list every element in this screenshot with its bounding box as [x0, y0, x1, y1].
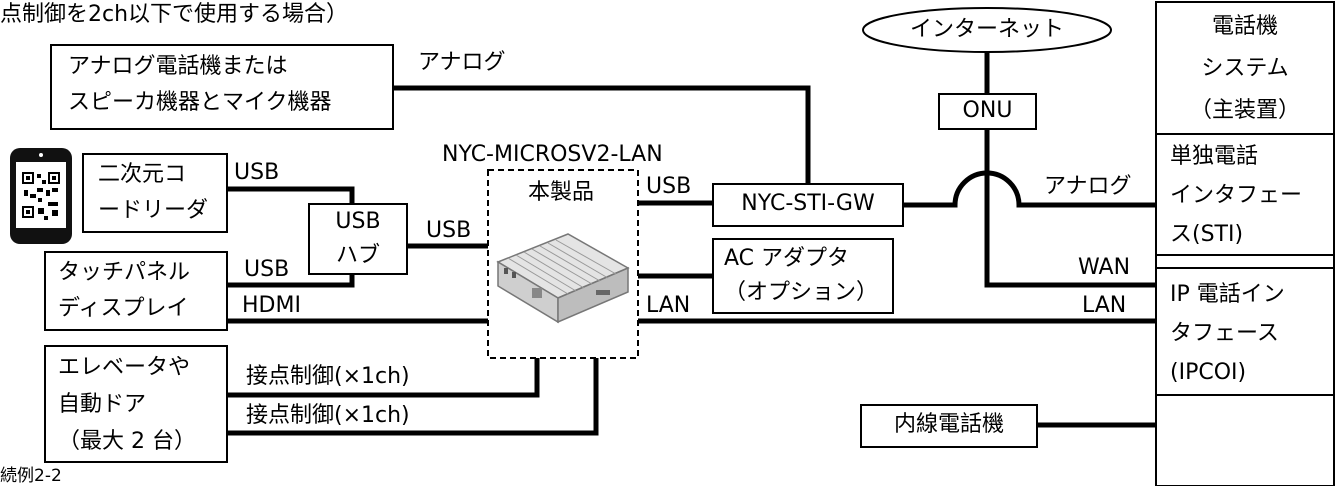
- internet-cloud: [862, 7, 1112, 53]
- ac-adapter-line1: AC アダプタ: [724, 246, 850, 271]
- usb-hub-out-label: USB: [426, 218, 472, 243]
- product-model: NYC-MICROSV2-LAN: [442, 142, 663, 167]
- elevator-line3: （最大 2 台）: [58, 429, 196, 454]
- sti-line2: インタフェー: [1170, 183, 1303, 208]
- smartphone-qr-icon: [10, 148, 72, 244]
- pbx-title-line3: （主装置）: [1189, 98, 1300, 123]
- usb-touch-label: USB: [244, 257, 290, 282]
- elevator-line1: エレベータや: [58, 355, 191, 380]
- ipcoi-line2: タフェース: [1170, 321, 1279, 346]
- elevator-line2: 自動ドア: [58, 392, 147, 417]
- usb-hub-line2: ハブ: [335, 243, 380, 268]
- hdmi-label: HDMI: [242, 293, 301, 318]
- sti-line1: 単独電話: [1170, 144, 1259, 169]
- ipcoi-line3: (IPCOI): [1170, 360, 1247, 385]
- qr-reader-box: 二次元コ ードリーダ: [82, 153, 228, 233]
- usb-hub-line1: USB: [335, 209, 381, 234]
- line-analog-phone: [393, 85, 811, 183]
- onu-box: ONU: [938, 93, 1037, 130]
- internet-label: インターネット: [909, 17, 1064, 42]
- qr-reader-line1: 二次元コ: [98, 162, 187, 187]
- pbx-box: [1155, 1, 1335, 486]
- touch-panel-line1: タッチパネル: [58, 260, 191, 285]
- analog-line-label: アナログ: [418, 50, 506, 75]
- qr-reader-line2: ードリーダ: [98, 198, 209, 223]
- pbx-title-line2: システム: [1201, 56, 1289, 81]
- pbx-title: 電話機 システム （主装置）: [1158, 6, 1332, 132]
- usb-qr-label: USB: [234, 160, 280, 185]
- sti-line3: ス(STI): [1170, 222, 1244, 247]
- sti-interface: 単独電話 インタフェー ス(STI): [1170, 137, 1302, 254]
- product-device-image: [496, 233, 630, 324]
- wan-label: WAN: [1078, 255, 1131, 280]
- contact-1-label: 接点制御(×1ch): [246, 364, 410, 389]
- ipcoi-line1: IP 電話イン: [1170, 282, 1285, 307]
- touch-panel-line2: ディスプレイ: [58, 296, 189, 321]
- lan-product-label: LAN: [646, 293, 691, 318]
- sti-gw-box: NYC-STI-GW: [712, 183, 904, 227]
- lan-ipcoi-label: LAN: [1082, 293, 1127, 318]
- analog-phone-box: アナログ電話機または スピーカ機器とマイク機器: [50, 44, 394, 130]
- ipcoi-interface: IP 電話イン タフェース (IPCOI): [1170, 275, 1285, 392]
- line-contact-1: [228, 358, 540, 398]
- touch-panel-box: タッチパネル ディスプレイ: [44, 251, 228, 331]
- analog-sti-label: アナログ: [1044, 174, 1132, 199]
- usb-product-label: USB: [646, 174, 692, 199]
- onu-label: ONU: [962, 98, 1013, 123]
- line-usb-qr: [228, 186, 355, 205]
- ac-adapter-box: AC アダプタ （オプション）: [712, 238, 894, 314]
- ext-phone-label: 内線電話機: [893, 412, 1004, 437]
- analog-phone-line1: アナログ電話機または: [68, 54, 288, 79]
- sti-gw-label: NYC-STI-GW: [741, 191, 875, 216]
- usb-hub-box: USB ハブ: [308, 203, 408, 275]
- ext-phone-box: 内線電話機: [860, 404, 1038, 448]
- product-name: 本製品: [528, 180, 595, 205]
- header-note: 点制御を2ch以下で使用する場合）: [0, 2, 349, 27]
- analog-phone-line2: スピーカ機器とマイク機器: [68, 90, 332, 115]
- contact-2-label: 接点制御(×1ch): [246, 403, 410, 428]
- elevator-box: エレベータや 自動ドア （最大 2 台）: [44, 345, 228, 463]
- ac-adapter-line2: （オプション）: [724, 280, 879, 305]
- product-dashed-area: [487, 169, 639, 359]
- line-usb-touch: [228, 271, 355, 288]
- pbx-title-line1: 電話機: [1211, 14, 1278, 39]
- line-contact-2: [228, 358, 599, 436]
- footer-note: 続例2-2: [0, 466, 62, 486]
- line-onu-wan: [984, 130, 1155, 288]
